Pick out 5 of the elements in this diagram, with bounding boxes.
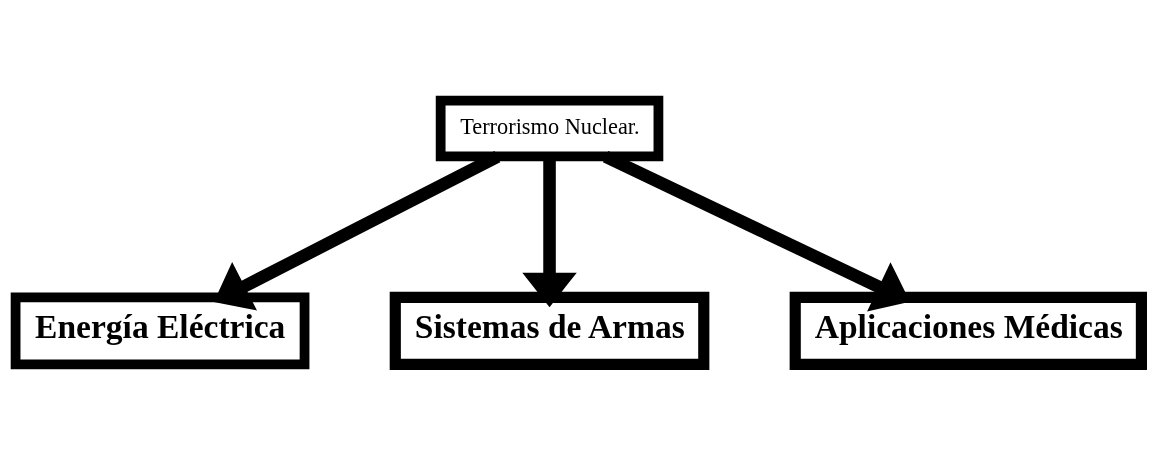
node-box: Aplicaciones Médicas xyxy=(789,291,1147,370)
node-box: Energía Eléctrica xyxy=(10,292,310,369)
node-box: Sistemas de Armas xyxy=(389,291,710,370)
arrow xyxy=(213,150,501,310)
node-box: Terrorismo Nuclear. xyxy=(435,95,664,161)
